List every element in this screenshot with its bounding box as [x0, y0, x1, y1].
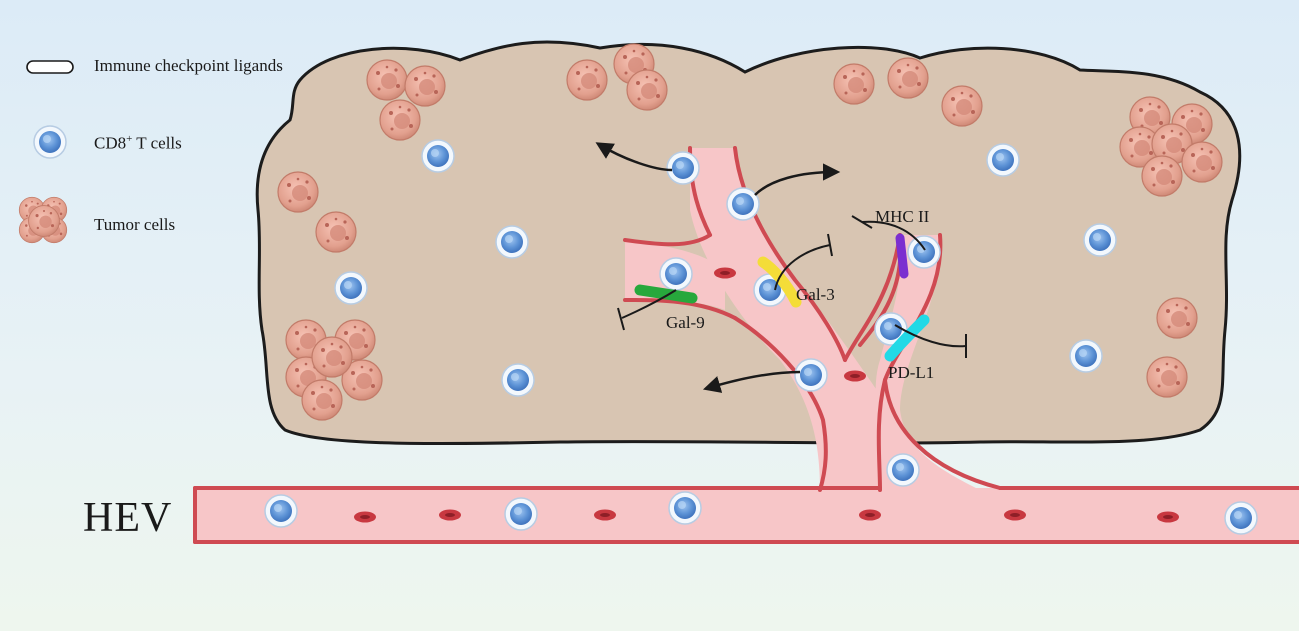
legend-ligands-label: Immune checkpoint ligands [94, 56, 283, 75]
legend-tcell-rest: T cells [132, 133, 182, 153]
pdl1-label: PD-L1 [888, 363, 934, 382]
legend-tcell-label: CD8+ T cells [94, 133, 182, 154]
gal3-label: Gal-3 [796, 285, 835, 304]
inhibition-lines [617, 215, 967, 358]
pdl1-ligand [884, 314, 930, 362]
legend-tcell-main: CD8 [94, 133, 127, 153]
gal9-ligand [634, 284, 698, 304]
migration-arrows [595, 142, 841, 393]
lymphocyte-icon [33, 125, 67, 159]
hev-label: HEV [83, 495, 173, 541]
capsule-outline-icon [26, 60, 74, 74]
gal9-label: Gal-9 [666, 313, 705, 332]
legend-tcell-sup: + [126, 133, 133, 145]
tumor-cluster-icon [18, 196, 68, 244]
legend-tumor-label: Tumor cells [94, 215, 176, 234]
vessel-network [195, 148, 1299, 542]
mhc2-label: MHC II [875, 207, 930, 226]
mhc2-ligand [895, 233, 909, 279]
